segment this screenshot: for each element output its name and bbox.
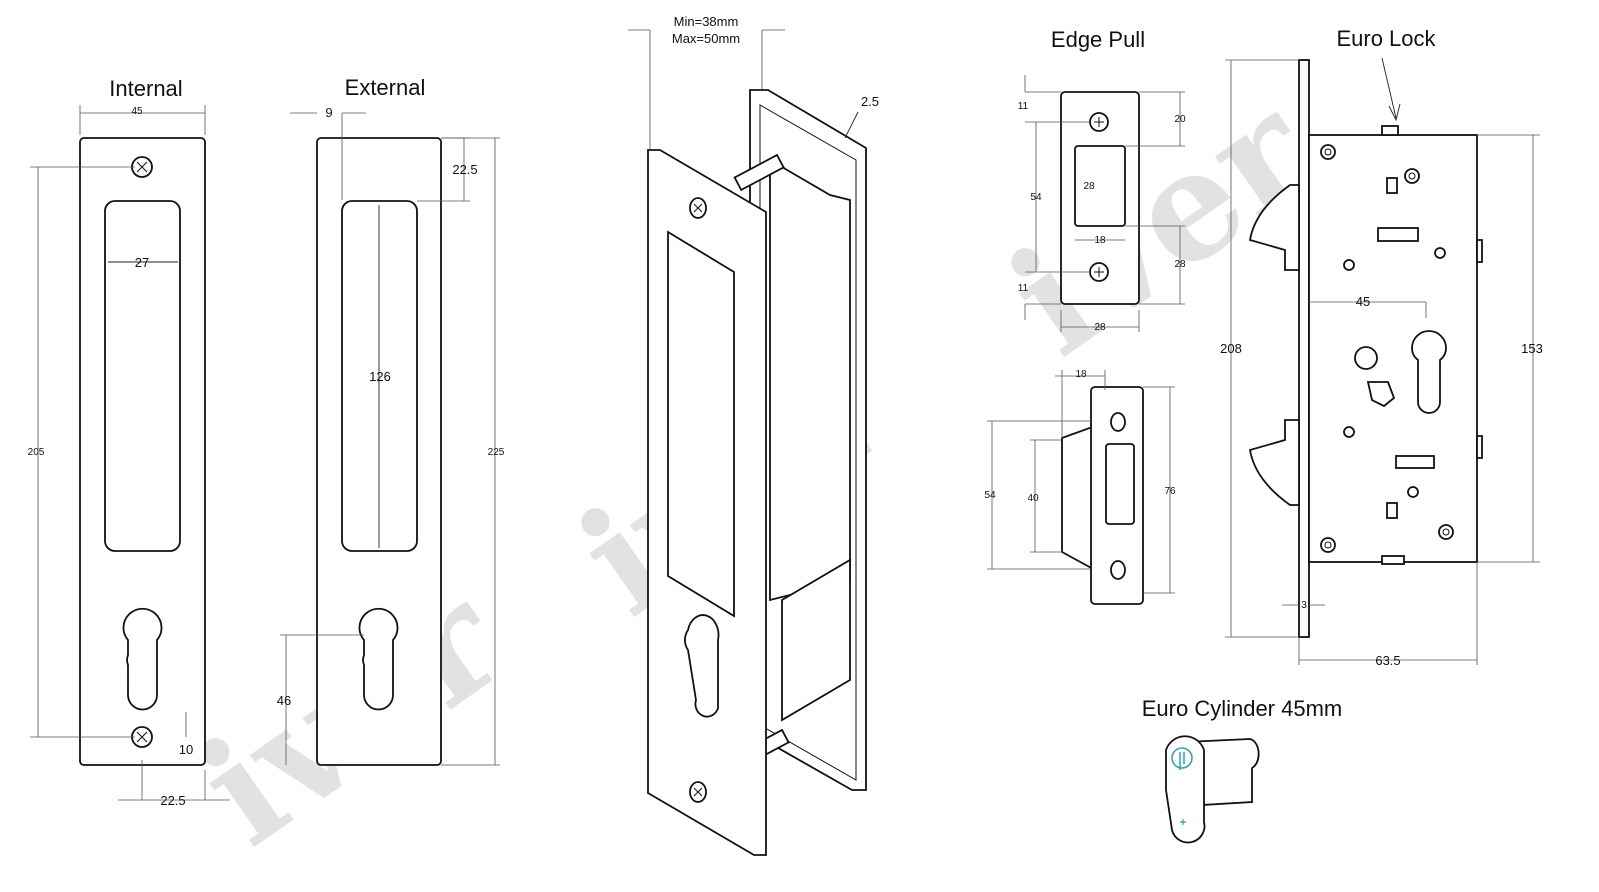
edge-pull-dim-screw-top: 20	[1174, 114, 1186, 125]
lock-case	[1308, 134, 1478, 563]
internal-title: Internal	[109, 76, 182, 101]
euro-lock-view: Euro Lock 45 208 153 3 63.5	[1220, 26, 1543, 668]
cylinder-face	[1165, 735, 1206, 844]
internal-dim-width: 45	[131, 106, 143, 117]
hook-top	[1248, 184, 1300, 271]
edge-pull-view: Edge Pull 11 54 11 20 28 28 18 28	[1018, 27, 1186, 333]
assembly-dim-thickness: 2.5	[861, 94, 879, 109]
edge-pull-dim-width: 28	[1094, 322, 1106, 333]
euro-cylinder-title: Euro Cylinder 45mm	[1142, 696, 1343, 721]
edge-pull-dim-slot-w: 18	[1094, 235, 1106, 246]
edge-pull-title: Edge Pull	[1051, 27, 1145, 52]
euro-lock-dim-case: 153	[1521, 341, 1543, 356]
euro-lock-title: Euro Lock	[1336, 26, 1436, 51]
strike-hole-top	[1110, 412, 1126, 432]
internal-view: Internal 45 27 205 10 22.5	[28, 76, 230, 808]
edge-pull-dim-top: 11	[1018, 101, 1029, 112]
cylinder-housing	[781, 558, 851, 722]
external-title: External	[345, 75, 426, 100]
external-keyhole	[358, 607, 399, 711]
screw-icon	[689, 781, 707, 803]
external-cutout	[341, 200, 418, 552]
lock-faceplate	[1298, 59, 1310, 638]
front-plate-cutout	[667, 230, 735, 618]
edge-pull-dim-pitch: 54	[1030, 192, 1042, 203]
cylinder-keyway-icon	[1171, 747, 1193, 769]
strike-dim-depth: 18	[1075, 369, 1087, 380]
screw-icon	[1089, 112, 1109, 132]
strike-dim-inner: 40	[1027, 493, 1039, 504]
edge-pull-slot	[1074, 145, 1126, 227]
euro-lock-dim-backset: 45	[1356, 294, 1370, 309]
screw-icon	[1089, 262, 1109, 282]
euro-cylinder-view: Euro Cylinder 45mm	[1142, 696, 1343, 844]
internal-cutout	[104, 200, 181, 552]
internal-dim-height: 205	[28, 447, 45, 458]
strike-view: 18 54 40 76	[984, 369, 1176, 605]
internal-dim-cutout: 27	[135, 255, 149, 270]
euro-lock-dim-face-t: 3	[1301, 600, 1307, 611]
cylinder-cutout	[1411, 330, 1447, 414]
edge-pull-dim-slot-h: 28	[1083, 181, 1095, 192]
edge-pull-dim-bottom: 11	[1018, 283, 1029, 294]
euro-lock-dim-faceplate: 208	[1220, 341, 1242, 356]
euro-lock-dim-case-w: 63.5	[1375, 653, 1400, 668]
external-view: External 9 22.5 126 225 46	[277, 75, 505, 766]
internal-keyhole	[122, 607, 163, 711]
internal-dim-screw-offset: 10	[179, 742, 193, 757]
strike-hole-bottom	[1110, 560, 1126, 580]
strike-dim-plate: 76	[1164, 486, 1176, 497]
external-dim-top: 22.5	[452, 162, 477, 177]
external-dim-height: 225	[488, 447, 505, 458]
strike-opening	[1105, 443, 1135, 525]
hook-bottom	[1248, 419, 1300, 506]
external-dim-cyl-h: 46	[277, 693, 291, 708]
assembly-dim-max: Max=50mm	[672, 31, 740, 46]
external-dim-offset: 9	[325, 105, 332, 120]
edge-pull-dim-lower: 28	[1174, 259, 1186, 270]
lock-body	[769, 158, 851, 602]
screw-icon	[689, 197, 707, 219]
external-dim-cutout-h: 126	[369, 369, 391, 384]
front-plate-keyhole	[684, 614, 720, 718]
spindle-hole	[1354, 346, 1378, 370]
assembly-dim-min: Min=38mm	[674, 14, 739, 29]
internal-dim-cyl-offset: 22.5	[160, 793, 185, 808]
strike-box	[1061, 424, 1096, 572]
assembly-view: Min=38mm Max=50mm 2.5	[628, 14, 879, 856]
strike-dim-outer: 54	[984, 490, 996, 501]
